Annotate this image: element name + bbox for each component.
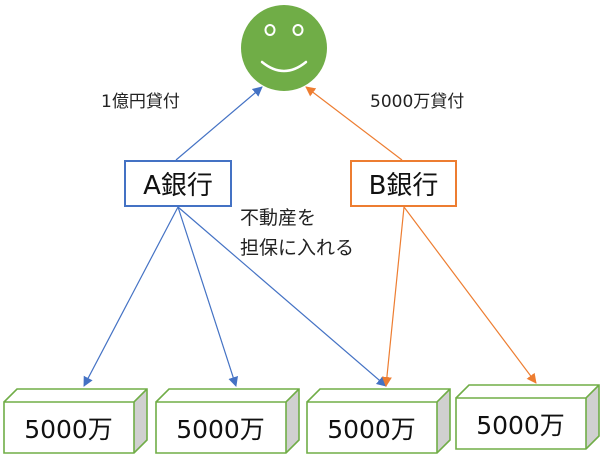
b-bank-label: B銀行 bbox=[368, 171, 439, 201]
b-bank-node: B銀行 bbox=[350, 160, 457, 207]
collateral-note-line-1: 不動産を bbox=[240, 207, 317, 229]
asset-label-1: 5000万 bbox=[24, 415, 113, 444]
arrow-b-bank-to-asset-4 bbox=[403, 206, 537, 384]
b-loan-label: 5000万貸付 bbox=[370, 92, 465, 112]
a-bank-node: A銀行 bbox=[124, 160, 232, 207]
arrow-b-bank-to-asset-3 bbox=[381, 206, 405, 387]
arrow-b-bank-to-borrower bbox=[305, 86, 403, 161]
arrow-a-bank-to-borrower bbox=[175, 86, 263, 161]
smiley-face-icon bbox=[241, 5, 327, 91]
asset-box-4: 5000万 bbox=[455, 384, 600, 450]
asset-box-2: 5000万 bbox=[155, 388, 300, 454]
asset-label-3: 5000万 bbox=[327, 415, 416, 444]
arrow-a-bank-to-asset-2 bbox=[177, 206, 238, 387]
asset-label-2: 5000万 bbox=[176, 415, 265, 444]
asset-box-3: 5000万 bbox=[306, 388, 451, 454]
arrow-a-bank-to-asset-1 bbox=[83, 206, 179, 387]
asset-label-4: 5000万 bbox=[476, 411, 565, 440]
asset-box-1: 5000万 bbox=[3, 388, 148, 454]
a-bank-label: A銀行 bbox=[143, 171, 213, 201]
collateral-note-line-2: 担保に入れる bbox=[240, 237, 355, 259]
collateral-note: 不動産を 担保に入れる bbox=[240, 203, 354, 263]
arrow-a-bank-to-asset-3 bbox=[177, 206, 387, 387]
a-loan-label: 1億円貸付 bbox=[101, 92, 180, 112]
